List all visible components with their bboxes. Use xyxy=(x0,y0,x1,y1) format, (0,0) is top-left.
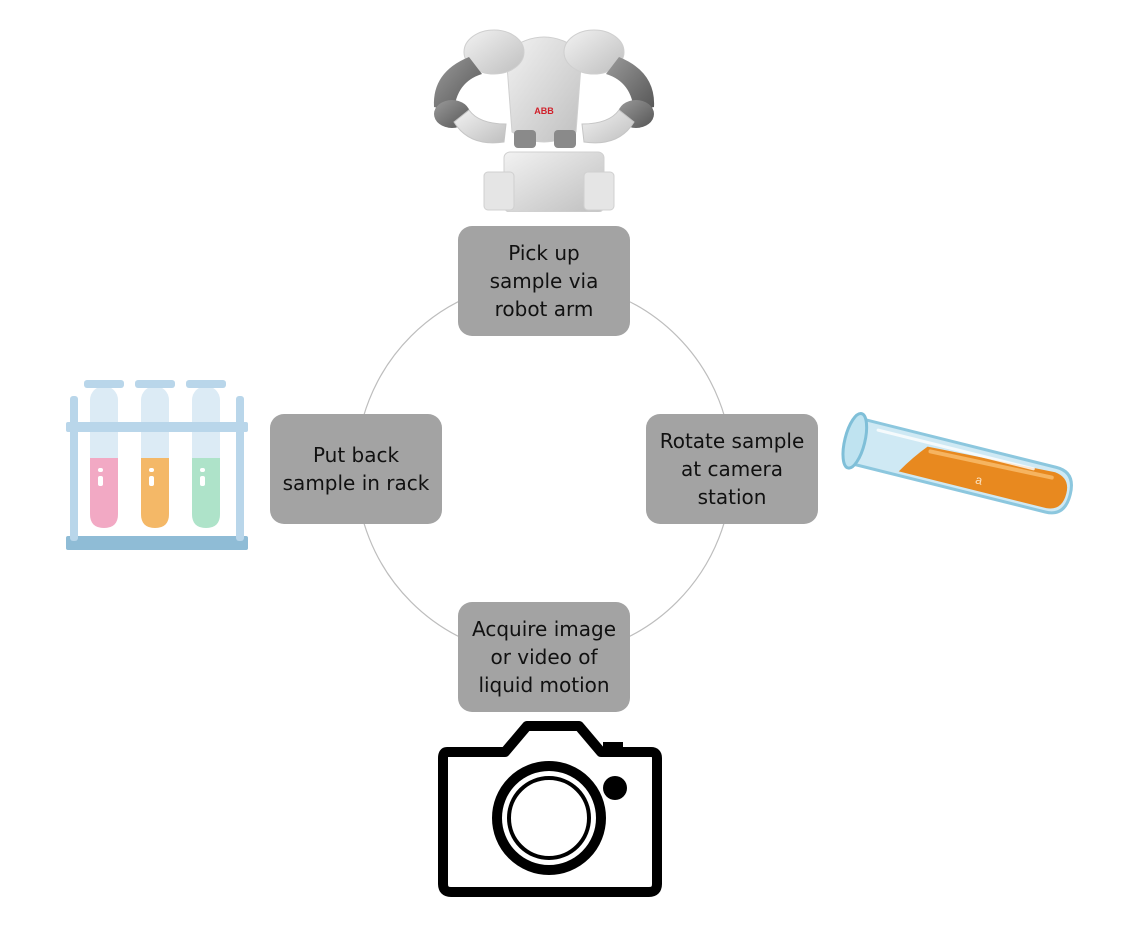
step-rotate-sample: Rotate sample at camera station xyxy=(646,414,818,524)
camera-icon xyxy=(438,721,662,897)
test-tube-icon: a xyxy=(841,412,1073,515)
step-acquire-image: Acquire image or video of liquid motion xyxy=(458,602,630,712)
test-tube-rack-icon xyxy=(66,380,248,550)
step-pick-up-sample: Pick up sample via robot arm xyxy=(458,226,630,336)
tube-label: a xyxy=(974,472,984,487)
step-pick-up-label: Pick up sample via robot arm xyxy=(489,241,599,321)
robot-arm-icon: ABB xyxy=(433,29,655,212)
robot-logo-text: ABB xyxy=(534,106,554,116)
step-acquire-label: Acquire image or video of liquid motion xyxy=(472,617,616,697)
step-put-back-sample: Put back sample in rack xyxy=(270,414,442,524)
step-rotate-label: Rotate sample at camera station xyxy=(659,429,805,509)
step-put-back-label: Put back sample in rack xyxy=(282,443,430,495)
